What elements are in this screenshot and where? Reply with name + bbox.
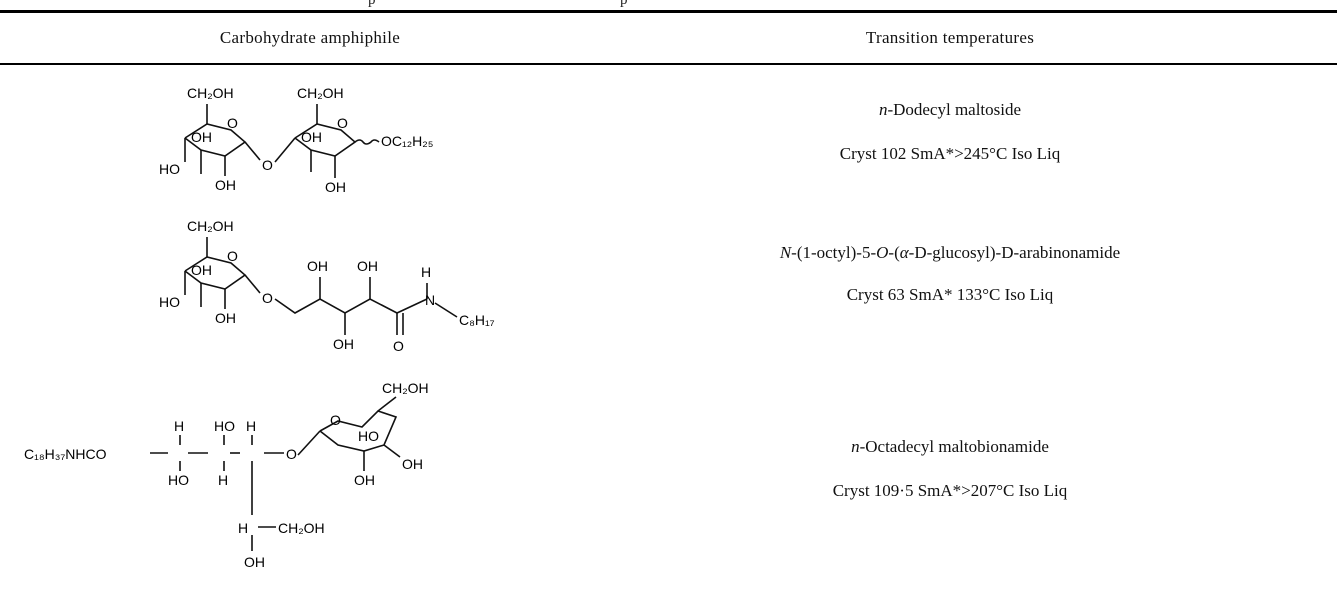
label: OH [191, 262, 212, 278]
label: CH₂OH [297, 85, 344, 101]
label: OH [333, 336, 354, 352]
structure-dodecyl-maltoside: CH₂OH CH₂OH OH OH HO OH OH O O O OC₁₂H₂₅ [159, 85, 433, 195]
label: OH [357, 258, 378, 274]
name-rest: -Octadecyl maltobionamide [859, 437, 1049, 456]
label: HO [214, 418, 235, 434]
label: OH [215, 310, 236, 326]
label: C₈H₁₇ [459, 312, 495, 328]
label: OC₁₂H₂₅ [381, 133, 433, 149]
compound-name: N-(1-octyl)-5-O-(α-D-glucosyl)-D-arabino… [660, 243, 1240, 263]
name-smallcaps-D: D [1001, 243, 1014, 262]
label: C₁₈H₃₇NHCO [24, 446, 107, 462]
table-top-rule [0, 10, 1337, 13]
label: CH₂OH [187, 218, 234, 234]
name-italic-N: N [779, 243, 792, 262]
label: OH [244, 554, 265, 570]
label: O [330, 412, 341, 428]
label: HO [168, 472, 189, 488]
name-part: - [908, 243, 915, 262]
label: OH [301, 129, 322, 145]
label: OH [307, 258, 328, 274]
label: CH₂OH [382, 380, 429, 396]
label: OH [191, 129, 212, 145]
label: H [218, 472, 228, 488]
label: HO [159, 294, 180, 310]
table-row: CH₂OH C₁₈H₃₇NHCO H HO H HO H O O HO OH O… [0, 375, 1337, 585]
structure-glucosyl-arabinonamide: CH₂OH OH HO OH O O OH OH H N C₈H₁₇ OH O [159, 218, 495, 354]
name-prefix: n [851, 437, 860, 456]
transition-temperatures: Cryst 102 SmA*>245°C Iso Liq [839, 144, 1061, 163]
compound-name: n-Dodecyl maltoside [660, 100, 1240, 120]
name-italic-O: O [876, 243, 889, 262]
name-part: -arabinonamide [1013, 243, 1121, 262]
label: H [246, 418, 256, 434]
label: O [337, 115, 348, 131]
name-prefix: n [878, 100, 888, 119]
label: O [227, 115, 238, 131]
header-transition-temperatures: Transition temperatures [865, 28, 1035, 47]
table-row: CH₂OH CH₂OH OH OH HO OH OH O O O OC₁₂H₂₅… [0, 80, 1337, 210]
table-row: CH₂OH OH HO OH O O OH OH H N C₈H₁₇ OH O … [0, 213, 1337, 363]
label: N [425, 292, 435, 308]
transition-temperatures: Cryst 63 SmA* 133°C Iso Liq [846, 285, 1054, 304]
table-header: Carbohydrate amphiphile Transition tempe… [0, 24, 1337, 58]
label: O [227, 248, 238, 264]
label: OH [215, 177, 236, 193]
label: O [286, 446, 297, 462]
name-rest: -Dodecyl maltoside [887, 100, 1022, 119]
label: OH [354, 472, 375, 488]
label: HO [159, 161, 180, 177]
name-part: -( [888, 243, 900, 262]
label: H [238, 520, 248, 536]
label: OH [325, 179, 346, 195]
label: OH [402, 456, 423, 472]
table-header-rule [0, 63, 1337, 65]
label: O [262, 157, 273, 173]
label: O [262, 290, 273, 306]
label: CH₂OH [187, 85, 234, 101]
compound-name: n-Octadecyl maltobionamide [660, 437, 1240, 457]
label: O [393, 338, 404, 354]
structure-octadecyl-maltobionamide: CH₂OH C₁₈H₃₇NHCO H HO H HO H O O HO OH O… [24, 380, 429, 570]
label: CH₂OH [278, 520, 325, 536]
name-smallcaps-D: D [914, 243, 927, 262]
label: H [421, 264, 431, 280]
header-carbohydrate-amphiphile: Carbohydrate amphiphile [219, 28, 401, 47]
name-part: -glucosyl)- [926, 243, 1002, 262]
label: HO [358, 428, 379, 444]
name-part: -(1-octyl)-5- [791, 243, 877, 262]
label: H [174, 418, 184, 434]
name-alpha: α [899, 243, 909, 262]
transition-temperatures: Cryst 109·5 SmA*>207°C Iso Liq [832, 481, 1068, 500]
